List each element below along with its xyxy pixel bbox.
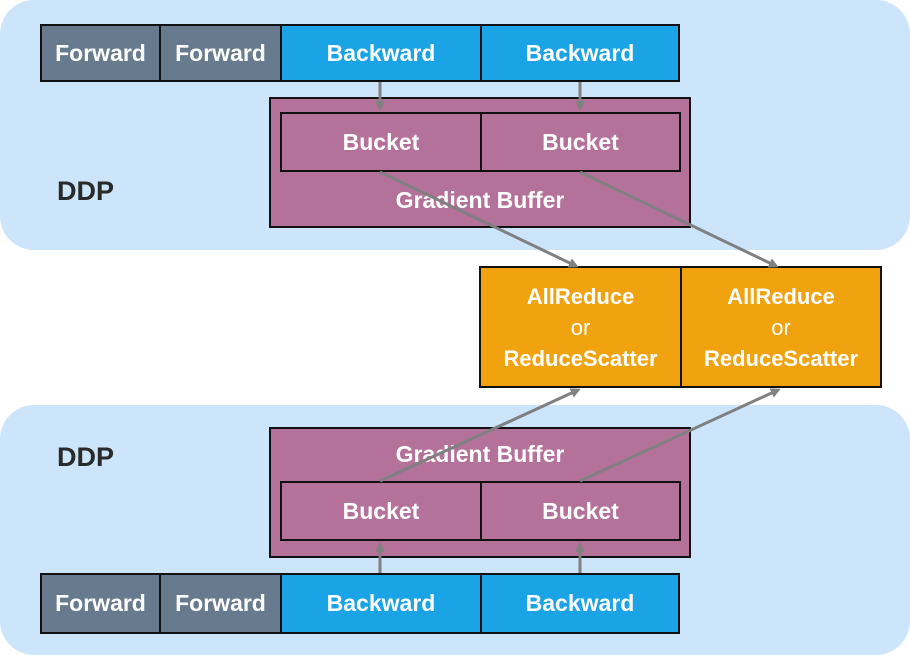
bottom-backward-1: Backward	[280, 573, 482, 634]
reduce-box-1-alt: ReduceScatter	[503, 345, 658, 371]
top-backward-1: Backward	[280, 24, 482, 82]
reduce-box-2-or: or	[771, 314, 791, 340]
gradient-buffer-bottom-label: Gradient Buffer	[395, 441, 565, 467]
reduce-box-1-or: or	[570, 314, 591, 340]
ddp-label-bottom: DDP	[57, 442, 115, 472]
reduce-box-2-alt: ReduceScatter	[703, 345, 859, 371]
top-bucket-1: Bucket	[280, 112, 482, 172]
reduce-box-2-op: AllReduce	[727, 283, 835, 309]
reduce-box-1: AllReduce or ReduceScatter	[479, 266, 682, 388]
bottom-forward-1: Forward	[40, 573, 161, 634]
bottom-backward-2: Backward	[480, 573, 680, 634]
gradient-buffer-top-label: Gradient Buffer	[395, 187, 565, 213]
ddp-label-top: DDP	[57, 176, 115, 206]
top-bucket-2: Bucket	[480, 112, 681, 172]
top-forward-1: Forward	[40, 24, 161, 82]
bottom-bucket-1: Bucket	[280, 481, 482, 541]
bottom-bucket-2: Bucket	[480, 481, 681, 541]
top-forward-2: Forward	[159, 24, 282, 82]
top-backward-2: Backward	[480, 24, 680, 82]
reduce-box-2: AllReduce or ReduceScatter	[680, 266, 882, 388]
reduce-box-1-op: AllReduce	[526, 283, 635, 309]
bottom-forward-2: Forward	[159, 573, 282, 634]
